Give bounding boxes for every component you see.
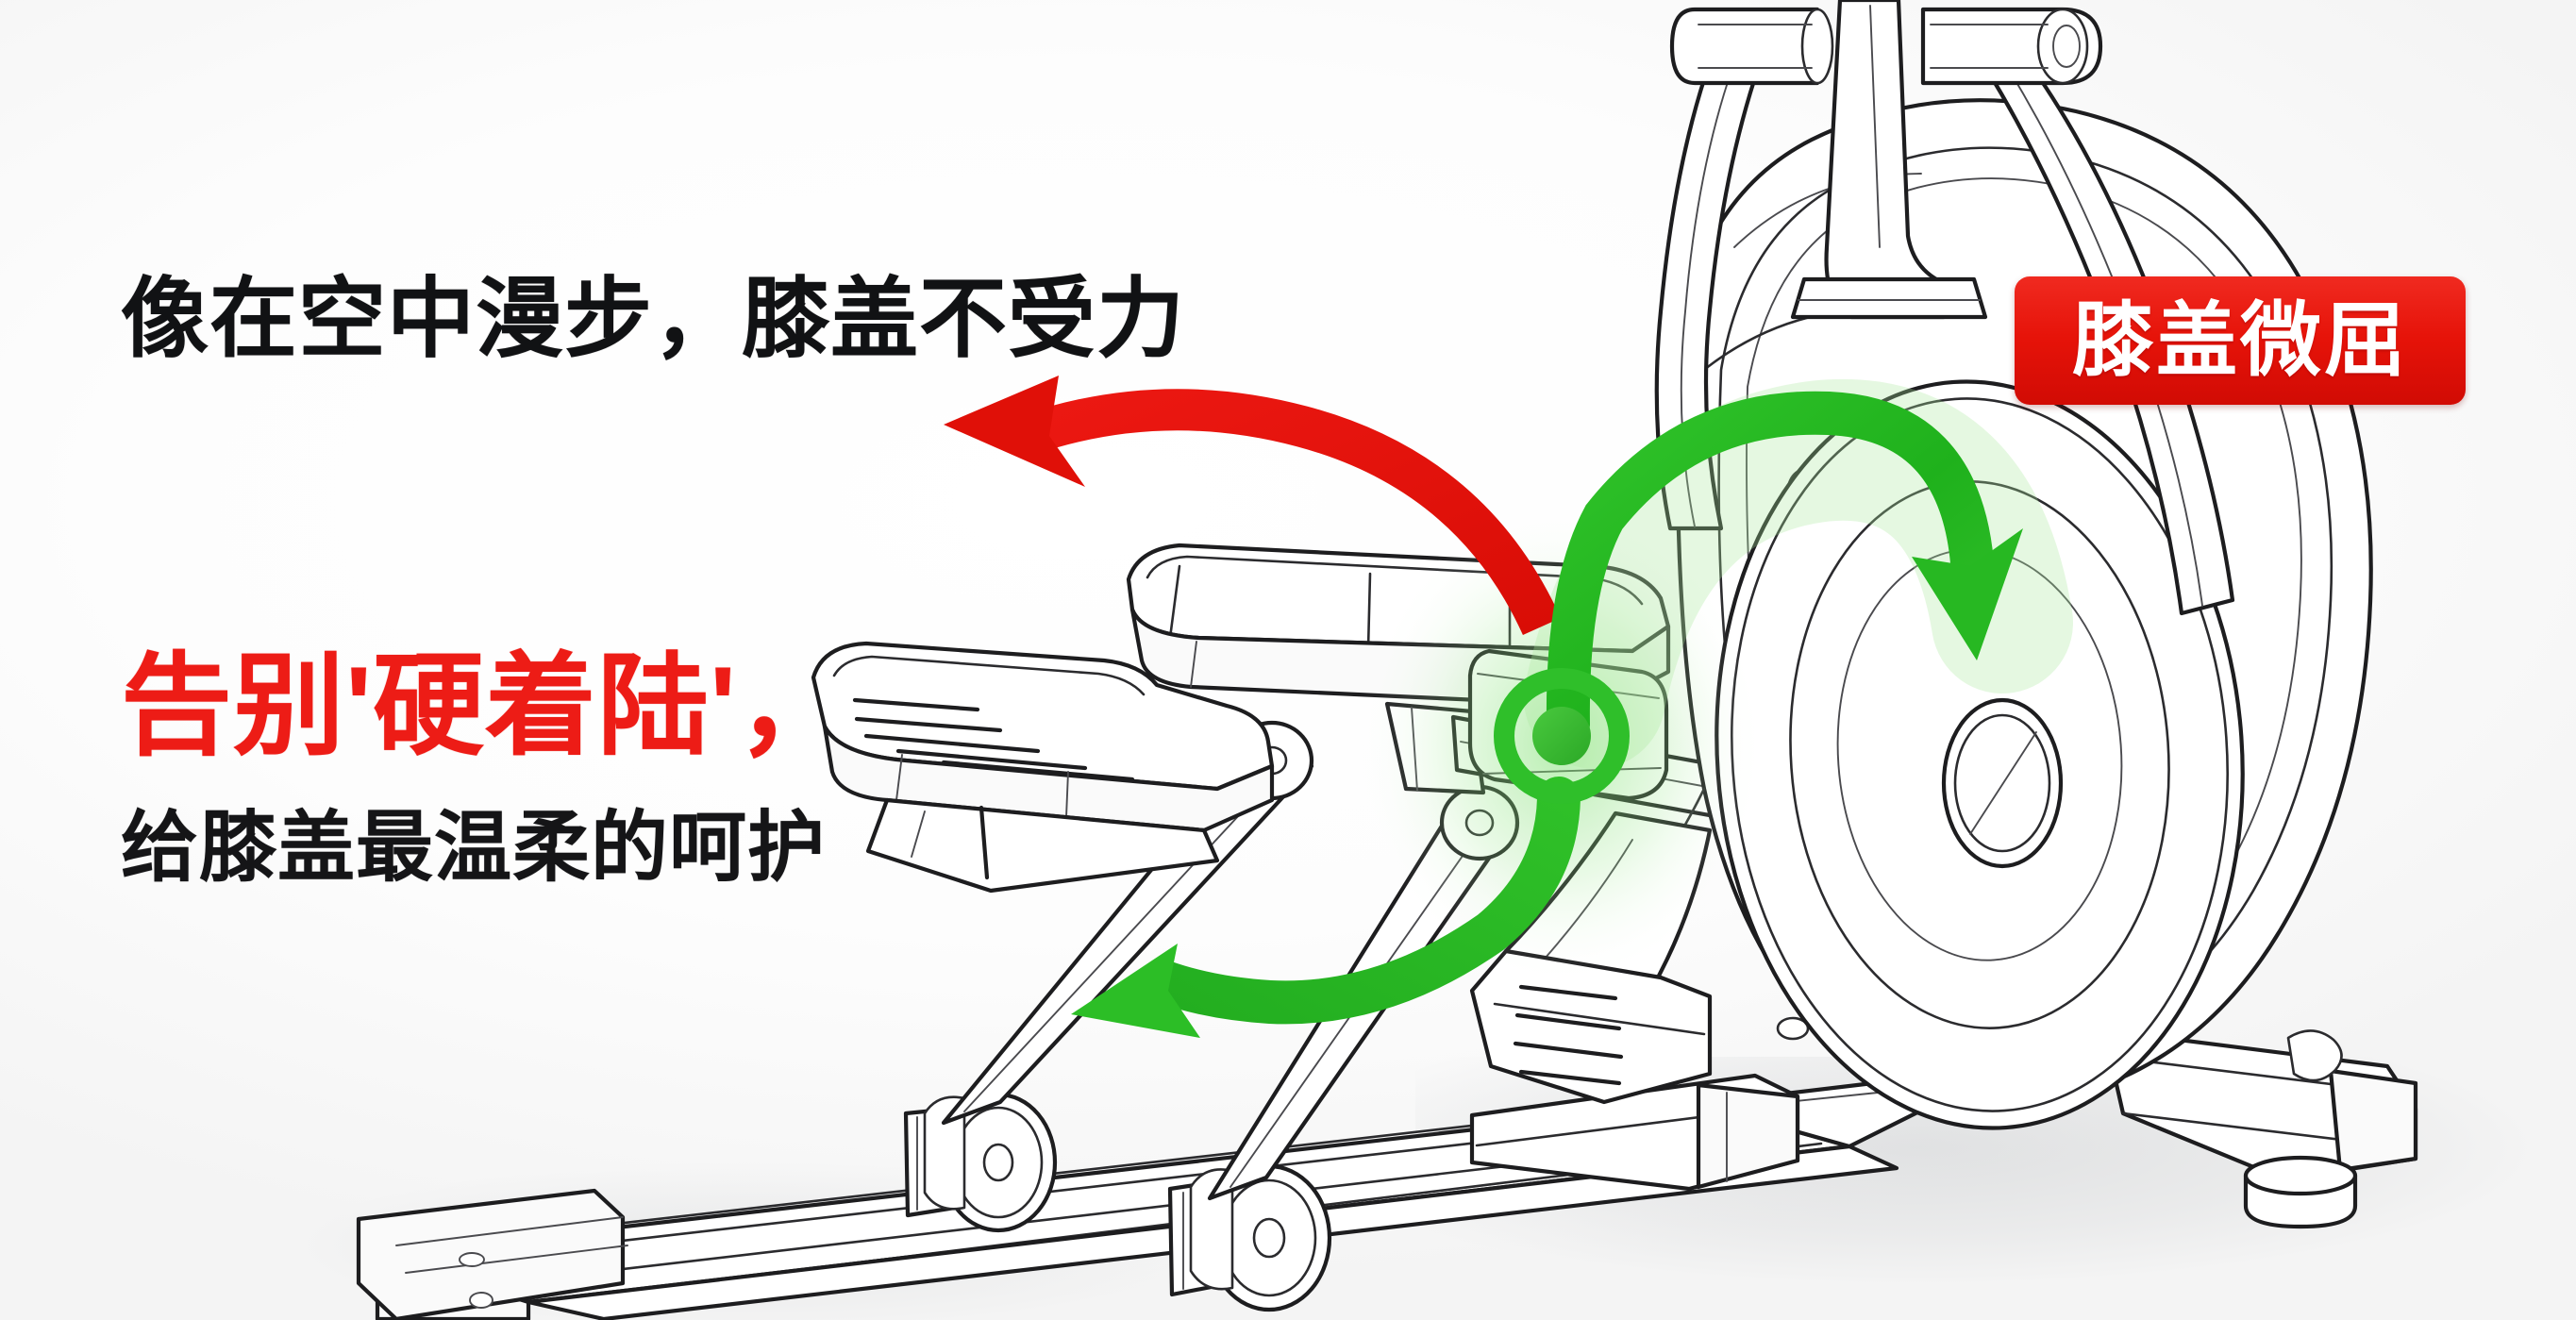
front-cross-member <box>1469 1073 1800 1192</box>
rear-caster <box>2286 1029 2343 1082</box>
headline-top: 像在空中漫步，膝盖不受力 <box>121 270 1185 368</box>
handlebar-grips <box>1669 7 2103 86</box>
headline-sub: 给膝盖最温柔的呵护 <box>121 805 827 891</box>
flywheel-disc <box>1715 379 2245 1130</box>
flywheel-rotation-arrow <box>1546 391 2023 746</box>
foot-pedal-near <box>811 641 1275 894</box>
pedal-glide-backward-arrow <box>944 376 1562 636</box>
crank-pivot-highlight <box>1494 668 1630 804</box>
rear-stabilizer <box>2101 1028 2418 1229</box>
pedal-return-arrow <box>1071 777 1581 1038</box>
roller-wheel-1 <box>903 1092 1058 1233</box>
headline-red: 告别'硬着陆'， <box>121 644 850 769</box>
status-badge: 膝盖微屈 <box>2015 276 2466 405</box>
console-housing <box>1469 948 1713 1105</box>
vent-slots <box>1513 984 1624 1086</box>
roller-wheel-2 <box>1167 1163 1332 1312</box>
upright-post <box>1654 0 2235 616</box>
status-badge-label: 膝盖微屈 <box>2072 295 2408 386</box>
roller-wheels <box>903 1092 1332 1312</box>
leveler-foot <box>2243 1155 2358 1229</box>
